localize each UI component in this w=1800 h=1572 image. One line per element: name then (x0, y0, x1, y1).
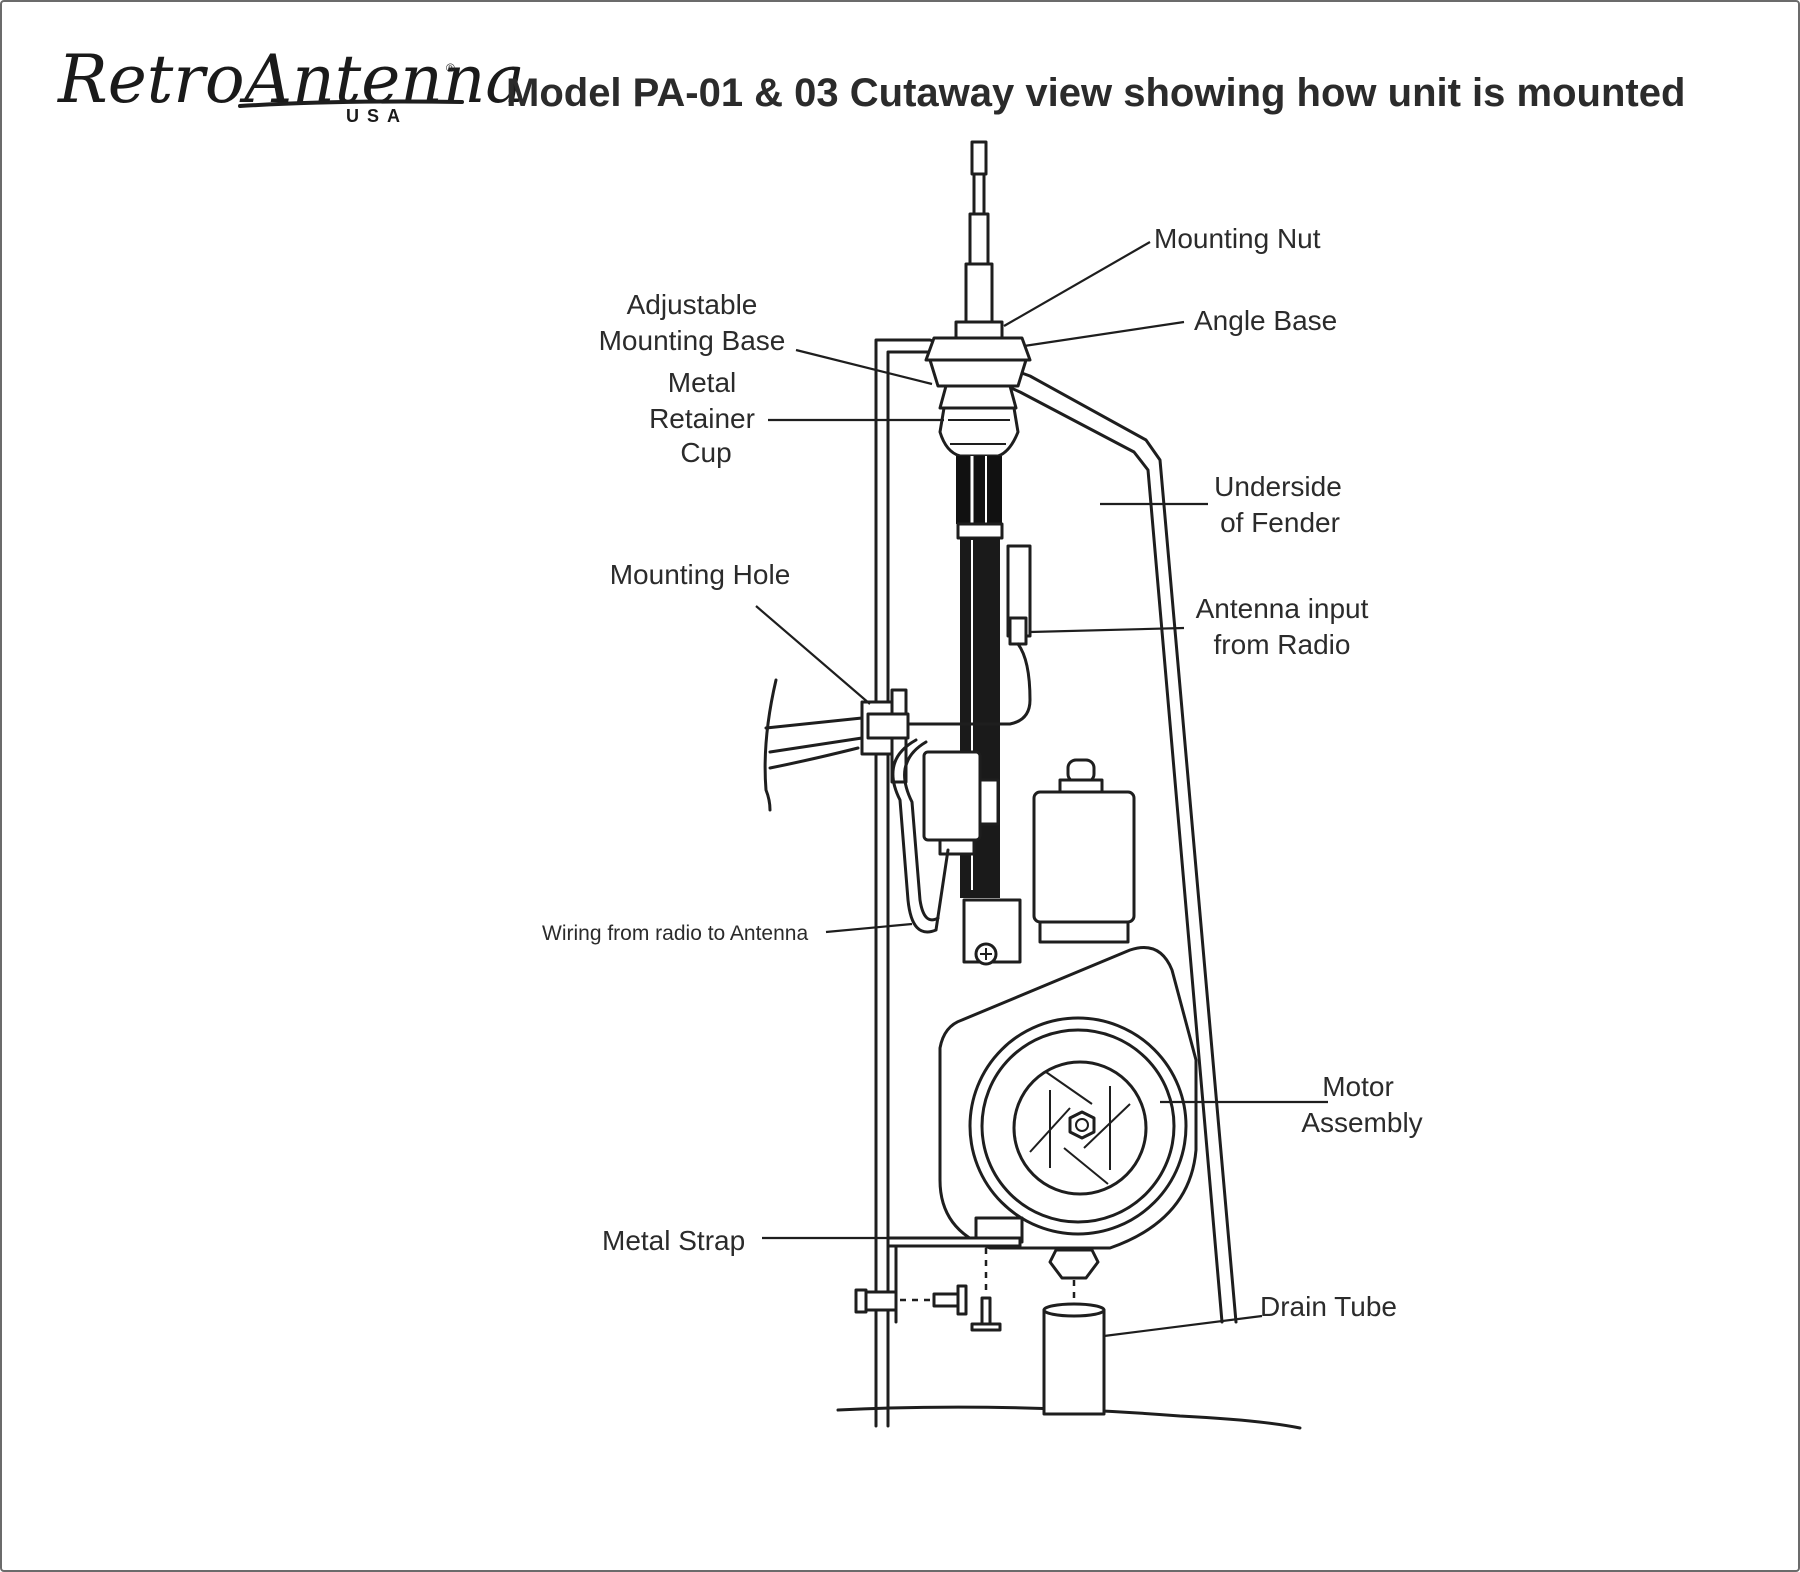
mast-section-3 (964, 262, 994, 328)
label-mounting-nut: Mounting Nut (1154, 223, 1321, 254)
body-panel-curve (763, 678, 778, 812)
relay-tab (978, 778, 1000, 826)
leader-lines (755, 241, 1328, 1338)
label-metal-strap: Metal Strap (602, 1225, 745, 1256)
base-ring (938, 384, 1018, 410)
retainer-cup (938, 406, 1020, 458)
metal-strap-shape (886, 1236, 1022, 1248)
label-retainer-2: Retainer (649, 403, 755, 434)
mounting-hole-grommet (860, 688, 910, 784)
mast-tip (970, 140, 988, 176)
metal-strap-hardware (854, 1236, 1022, 1332)
retro-antenna-logo: RetroAntenna ® USA (57, 41, 525, 126)
strap-bolt-head (970, 1322, 1002, 1332)
mast-section-2 (968, 212, 990, 266)
ground-line (836, 1405, 1302, 1430)
label-motor-2: Assembly (1301, 1107, 1422, 1138)
label-motor-1: Motor (1322, 1071, 1394, 1102)
label-antenna-input-2: from Radio (1214, 629, 1351, 660)
strap-bolt (980, 1296, 992, 1328)
grommet-core (866, 712, 910, 740)
leader-drain-tube (1103, 1314, 1263, 1338)
motor-upper-housing (1032, 790, 1136, 924)
cable-upper (764, 716, 864, 730)
label-drain-tube: Drain Tube (1260, 1291, 1397, 1322)
relay-clip (938, 838, 976, 856)
fender-outer-line (874, 338, 1238, 1428)
leader-mounting-nut (1003, 241, 1151, 327)
cable-inner (768, 746, 860, 770)
side-bolt-head (956, 1284, 968, 1316)
antenna-mast (964, 140, 994, 328)
motor-hex-nut (1068, 1110, 1096, 1140)
angle-base-shape (924, 336, 1032, 362)
label-underside-1: Underside (1214, 471, 1342, 502)
label-underside-2: of Fender (1220, 507, 1340, 538)
label-adjustable-2: Mounting Base (599, 325, 786, 356)
logo-registered-mark: ® (446, 61, 455, 75)
tube-collar (956, 522, 1004, 540)
side-bolt (932, 1292, 960, 1308)
tube-dark-section (956, 456, 1002, 524)
retainer-cup-shape (938, 406, 1020, 458)
side-washer (864, 1290, 898, 1312)
motor-gear-cover-rim (980, 1028, 1176, 1224)
motor-cap (1058, 778, 1104, 794)
motor-iris-blades (1029, 1071, 1131, 1185)
cable-lower (768, 736, 864, 754)
relay-body (922, 750, 982, 842)
fender-inner-line (886, 350, 1224, 1428)
leader-antenna-input (1029, 626, 1185, 634)
fender-panel (836, 338, 1302, 1430)
bracket-screw-cross (980, 948, 992, 960)
antenna-connector-plug (1008, 616, 1028, 646)
label-mounting-hole: Mounting Hole (610, 559, 791, 590)
drain-nipple (1048, 1248, 1100, 1280)
leader-wiring (825, 922, 913, 934)
leader-mounting-hole (755, 605, 871, 705)
label-retainer-3: Cup (680, 437, 731, 468)
leader-adjustable-base (795, 348, 933, 386)
label-wiring: Wiring from radio to Antenna (542, 922, 808, 945)
leader-angle-base (1023, 320, 1185, 348)
wiring-loop-2 (903, 740, 940, 922)
label-adjustable-1: Adjustable (627, 289, 758, 320)
label-antenna-input-1: Antenna input (1196, 593, 1369, 624)
antenna-lead-wire (898, 642, 1032, 726)
label-retainer-1: Metal (668, 367, 736, 398)
drain-tube-shape (1042, 1308, 1106, 1416)
drain-tube-mouth (1042, 1302, 1106, 1318)
label-angle-base: Angle Base (1194, 305, 1337, 336)
adjustable-base-shape (928, 358, 1028, 388)
logo-usa: USA (346, 106, 408, 126)
diagram-title: Model PA-01 & 03 Cutaway view showing ho… (506, 71, 1685, 115)
wiring-loop-1 (891, 738, 950, 934)
motor-collar (1038, 920, 1130, 944)
mount-stack (924, 320, 1032, 410)
drain-tube (1042, 1280, 1106, 1416)
relay-box (891, 738, 1000, 934)
mast-section-1 (972, 172, 986, 216)
logo-underline-swash (238, 99, 464, 108)
motor-assembly (938, 758, 1198, 1280)
logo-text: RetroAntenna (57, 41, 525, 118)
body-panel-edge (763, 678, 864, 812)
motor-hex-nut-hole (1075, 1118, 1089, 1132)
mounting-nut-shape (954, 320, 1004, 340)
